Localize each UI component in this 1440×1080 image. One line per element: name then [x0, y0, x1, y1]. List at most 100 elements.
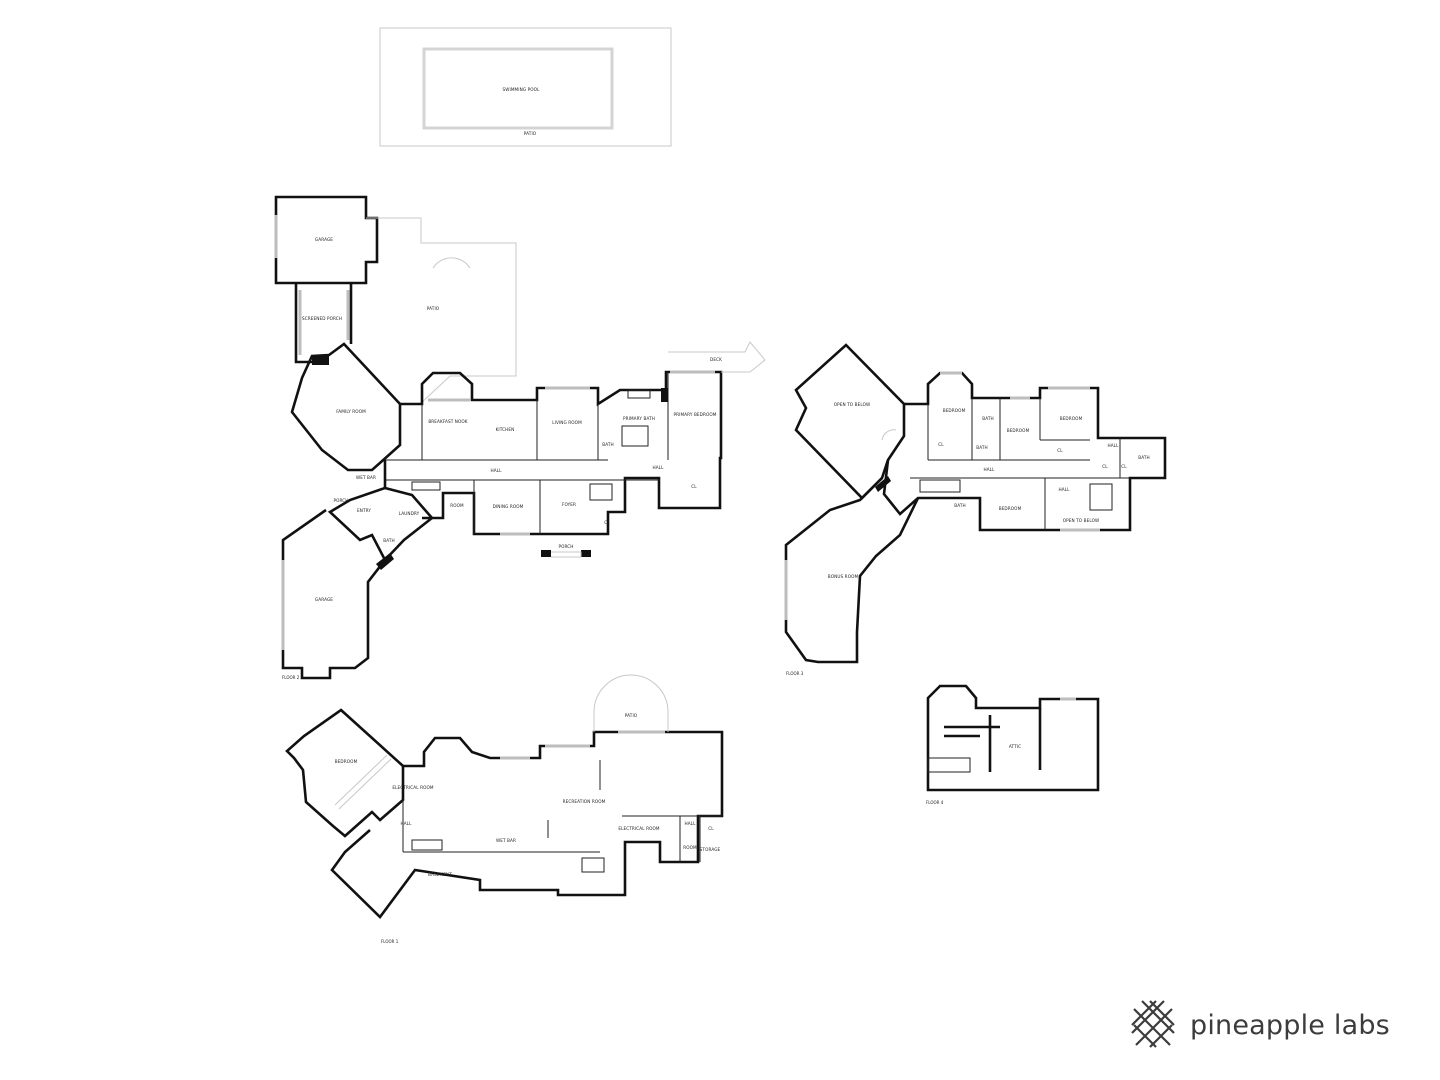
shower — [621, 425, 649, 447]
label-hall-f3b: HALL — [1107, 443, 1119, 448]
label-room-f2: ROOM — [450, 503, 464, 508]
pool-area: SWIMMING POOL PATIO — [379, 27, 672, 147]
open-to-below-walls — [794, 343, 906, 500]
label-bath-f2: BATH — [602, 442, 614, 447]
stairs — [927, 757, 971, 773]
label-cl-f3d: CL — [1121, 464, 1127, 469]
label-bedroom-f3c: BEDROOM — [1060, 416, 1083, 421]
garage-top-walls — [274, 195, 379, 285]
label-bath-f3c: BATH — [1138, 455, 1150, 460]
brand-name: pineapple labs — [1190, 1009, 1390, 1041]
bonus-room-walls — [784, 477, 920, 664]
fireplace — [376, 553, 394, 570]
label-screened-porch: SCREENED PORCH — [302, 316, 342, 321]
label-bath-f2c: BATH — [383, 538, 395, 543]
tub — [627, 389, 651, 399]
attic-walls — [926, 684, 1100, 792]
column — [581, 550, 591, 557]
bedroom-f1-walls — [285, 708, 405, 838]
label-hall-f1b: HALL — [684, 821, 696, 826]
porch-outline — [551, 551, 582, 558]
label-room-f1: ROOM — [683, 845, 697, 850]
label-bath-f3b: BATH — [976, 445, 988, 450]
floor-3-label: FLOOR 3 — [786, 671, 804, 676]
closet-line — [338, 758, 392, 810]
stairs — [411, 481, 613, 501]
pool-patio-outline — [379, 27, 672, 147]
family-room-walls — [290, 342, 402, 472]
label-wet-bar-f2: WET BAR — [356, 475, 376, 480]
label-porch-side: PORCH — [333, 498, 348, 503]
label-living-room: LIVING ROOM — [552, 420, 582, 425]
floor-3-plan: OPEN TO BELOW BONUS ROOM BEDROOM BATH BA… — [784, 343, 1167, 676]
floor-1-plan: BEDROOM PATIO ELECTRICAL ROOM HALL WET B… — [285, 674, 724, 944]
label-hall-f3a: HALL — [983, 467, 995, 472]
label-entry: ENTRY — [357, 508, 371, 513]
stairs — [581, 857, 605, 873]
label-bedroom-f3a: BEDROOM — [943, 408, 966, 413]
fireplace — [875, 476, 891, 492]
label-cl-f1: CL — [708, 826, 714, 831]
label-hall-f1: HALL — [400, 821, 412, 826]
label-deck: DECK — [710, 357, 722, 362]
label-bedroom-f3b: BEDROOM — [1007, 428, 1030, 433]
patio-arc — [432, 257, 471, 269]
patio-f1-outline — [593, 674, 669, 732]
label-electrical-room-a: ELECTRICAL ROOM — [392, 785, 434, 790]
garage-bottom-walls — [281, 460, 387, 680]
floor-4-label: FLOOR 4 — [926, 800, 944, 805]
label-cl-f3c: CL — [1102, 464, 1108, 469]
label-attic: ATTIC — [1009, 744, 1021, 749]
label-dining-room: DINING ROOM — [493, 504, 524, 509]
label-hall-f3c: HALL — [1058, 487, 1070, 492]
stair-curve — [881, 429, 897, 441]
label-open-to-below-2: OPEN TO BELOW — [1063, 518, 1100, 523]
label-laundry: LAUNDRY — [399, 511, 420, 516]
deck-outline — [668, 341, 766, 373]
label-cl-f3b: CL — [1057, 448, 1063, 453]
label-primary-bedroom: PRIMARY BEDROOM — [673, 412, 716, 417]
fireplace — [312, 356, 329, 365]
label-kitchen: KITCHEN — [496, 427, 515, 432]
floor-1-label: FLOOR 1 — [381, 939, 399, 944]
closet-line — [334, 754, 388, 806]
stairs — [411, 839, 443, 851]
pineapple-lattice-logo-icon — [1131, 1000, 1175, 1048]
main-wing-walls — [400, 370, 723, 536]
label-bedroom-f1: BEDROOM — [335, 759, 358, 764]
laundry-walls — [384, 486, 434, 561]
label-patio-f1: PATIO — [625, 713, 638, 718]
floor-4-plan: ATTIC FLOOR 4 — [926, 684, 1100, 805]
label-open-to-below-1: OPEN TO BELOW — [834, 402, 871, 407]
label-recreation-room: RECREATION ROOM — [563, 799, 606, 804]
column — [541, 550, 551, 557]
label-swimming-pool: SWIMMING POOL — [503, 87, 541, 92]
label-hall-f2: HALL — [490, 468, 502, 473]
floor-2-plan: GARAGE SCREENED PORCH PATIO FAMILY ROOM … — [274, 195, 766, 680]
label-storage: STORAGE — [700, 847, 721, 852]
brand-logo: pineapple labs — [1130, 995, 1390, 1055]
label-garage-bottom: GARAGE — [315, 597, 333, 602]
patio-outline — [366, 217, 517, 405]
label-bath-f3a: BATH — [982, 416, 994, 421]
label-bath-f3d: BATH — [954, 503, 966, 508]
label-garage-top: GARAGE — [315, 237, 333, 242]
screened-porch-walls — [294, 283, 353, 364]
label-primary-bath: PRIMARY BATH — [623, 416, 655, 421]
label-cl-f2: CL — [691, 484, 697, 489]
label-breakfast-nook: BREAKFAST NOOK — [428, 419, 467, 424]
stairs — [919, 479, 961, 493]
label-basement: BASEMENT — [428, 872, 452, 877]
label-patio-pool: PATIO — [524, 131, 537, 136]
label-porch-front: PORCH — [558, 544, 573, 549]
label-hall-f2b: HALL — [652, 465, 664, 470]
label-electrical-room-b: ELECTRICAL ROOM — [618, 826, 660, 831]
fireplace — [661, 388, 668, 402]
label-cl-f2b: CL — [604, 520, 610, 525]
swimming-pool-outline — [422, 47, 614, 130]
label-foyer: FOYER — [562, 502, 576, 507]
label-family-room: FAMILY ROOM — [336, 409, 366, 414]
label-bonus-room: BONUS ROOM — [828, 574, 859, 579]
stairs — [1089, 483, 1113, 511]
